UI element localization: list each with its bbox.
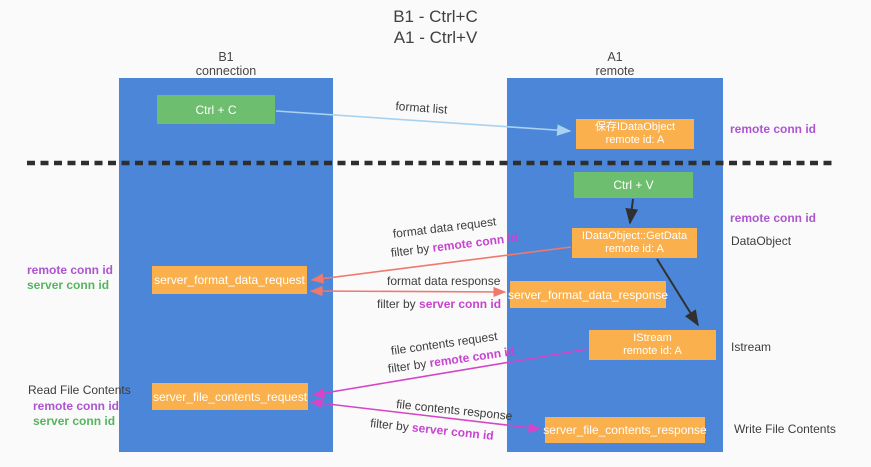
save-idataobject-node: 保存IDataObject remote id: A — [576, 119, 694, 149]
getdata-line1: IDataObject::GetData — [581, 230, 688, 242]
right-column-name: A1 — [607, 50, 623, 64]
filter-by-id-4: server conn id — [411, 420, 495, 443]
istream-line1: IStream — [633, 332, 672, 344]
dataobject-label: DataObject — [731, 234, 792, 248]
filter-by-server-conn-id-label-2: filter by server conn id — [370, 416, 495, 443]
istream-side-label: Istream — [731, 340, 772, 354]
save-idataobject-line2: remote id: A — [605, 134, 665, 146]
istream-node: IStream remote id: A — [589, 330, 716, 360]
left-column-name: B1 — [218, 50, 234, 64]
read-file-contents-label: Read File Contents — [28, 383, 131, 397]
server-file-contents-request-label: server_file_contents_request — [152, 389, 308, 404]
server-format-data-response-label: server_format_data_response — [507, 287, 669, 302]
left-column-header: B1 connection — [156, 50, 296, 78]
filter-by-prefix-3: filter by — [387, 356, 431, 376]
filter-by-server-conn-id-label-1: filter by server conn id — [377, 297, 501, 311]
right-column-header: A1 remote — [545, 50, 685, 78]
left-server-conn-id-label-1: server conn id — [27, 278, 110, 292]
filter-by-prefix-4: filter by — [369, 416, 413, 435]
format-data-response-arrow — [309, 285, 507, 298]
format-data-response-label: format data response — [387, 274, 501, 288]
save-idataobject-line1: 保存IDataObject — [594, 121, 676, 133]
file-contents-response-label: file contents response — [395, 397, 514, 424]
filter-by-prefix-1: filter by — [390, 240, 434, 260]
filter-by-prefix-2: filter by — [377, 297, 420, 311]
istream-line2: remote id: A — [623, 345, 682, 357]
diagram-title: B1 - Ctrl+C A1 - Ctrl+V — [0, 6, 871, 48]
server-format-data-response-node: server_format_data_response — [507, 281, 669, 308]
getdata-line2: remote id: A — [605, 243, 664, 255]
diagram-title-line1: B1 - Ctrl+C — [393, 7, 478, 26]
filter-by-id-2: server conn id — [419, 297, 502, 311]
server-file-contents-request-node: server_file_contents_request — [152, 383, 308, 410]
write-file-contents-label: Write File Contents — [734, 422, 836, 436]
getdata-node: IDataObject::GetData remote id: A — [572, 228, 697, 258]
server-file-contents-response-node: server_file_contents_response — [543, 417, 707, 443]
right-remote-conn-id-label-2: remote conn id — [730, 211, 817, 225]
left-server-conn-id-label-2: server conn id — [33, 414, 116, 428]
format-list-label: format list — [395, 99, 448, 117]
ctrl-v-node: Ctrl + V — [574, 172, 693, 198]
ctrl-c-label: Ctrl + C — [195, 102, 237, 117]
server-file-contents-response-label: server_file_contents_response — [543, 423, 707, 437]
server-format-data-request-label: server_format_data_request — [154, 273, 305, 287]
diagram-title-line2: A1 - Ctrl+V — [393, 28, 478, 47]
right-remote-conn-id-label-1: remote conn id — [730, 122, 817, 136]
ctrl-c-node: Ctrl + C — [157, 95, 275, 124]
server-format-data-request-node: server_format_data_request — [152, 266, 307, 294]
left-remote-conn-id-label-1: remote conn id — [27, 263, 114, 277]
left-column-role: connection — [195, 64, 257, 78]
left-remote-conn-id-label-2: remote conn id — [33, 399, 120, 413]
ctrl-v-label: Ctrl + V — [613, 178, 654, 192]
right-column-role: remote — [595, 64, 635, 78]
